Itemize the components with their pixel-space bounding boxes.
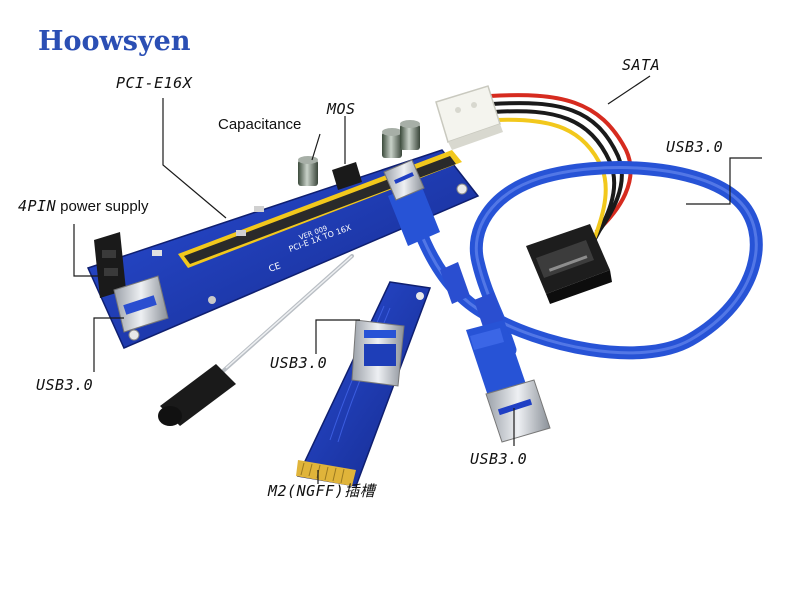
label-power-rest: power supply <box>60 198 149 215</box>
molex-connector <box>435 85 503 150</box>
label-usb-cable: USB3.0 <box>666 138 724 156</box>
leader-capacitance <box>311 133 321 161</box>
leader-usb-cable <box>686 157 762 205</box>
label-capacitance: Capacitance <box>218 116 302 133</box>
label-power-prefix: 4PIN <box>18 197 57 215</box>
label-usb-m2: USB3.0 <box>270 354 328 372</box>
screwdriver <box>158 254 354 426</box>
label-m2-slot: M2(NGFF)插槽 <box>268 482 376 500</box>
leader-power <box>73 224 104 277</box>
riser-board: PCI-E 1X TO 16X VER 009 CE <box>86 120 480 349</box>
label-usb-board: USB3.0 <box>36 376 94 394</box>
leader-pcie <box>162 98 227 219</box>
label-mos: MOS <box>327 100 356 118</box>
sata-wires <box>489 93 633 251</box>
callout-lines <box>73 75 762 484</box>
leader-usb-m2 <box>315 319 360 354</box>
sata-connector <box>526 224 612 304</box>
leader-sata <box>607 75 651 105</box>
leader-usb-board <box>93 317 124 372</box>
label-sata: SATA <box>622 56 661 74</box>
capacitor-pair <box>298 120 420 186</box>
usb-plug-top <box>383 159 440 246</box>
brand-logo: Hoowsyen <box>38 26 191 57</box>
m2-adapter-board <box>296 281 432 487</box>
label-usb-plug: USB3.0 <box>470 450 528 468</box>
usb-plug-bottom <box>466 320 551 443</box>
ce-mark: CE <box>268 261 283 275</box>
label-pcie: PCI-E16X <box>116 74 193 92</box>
